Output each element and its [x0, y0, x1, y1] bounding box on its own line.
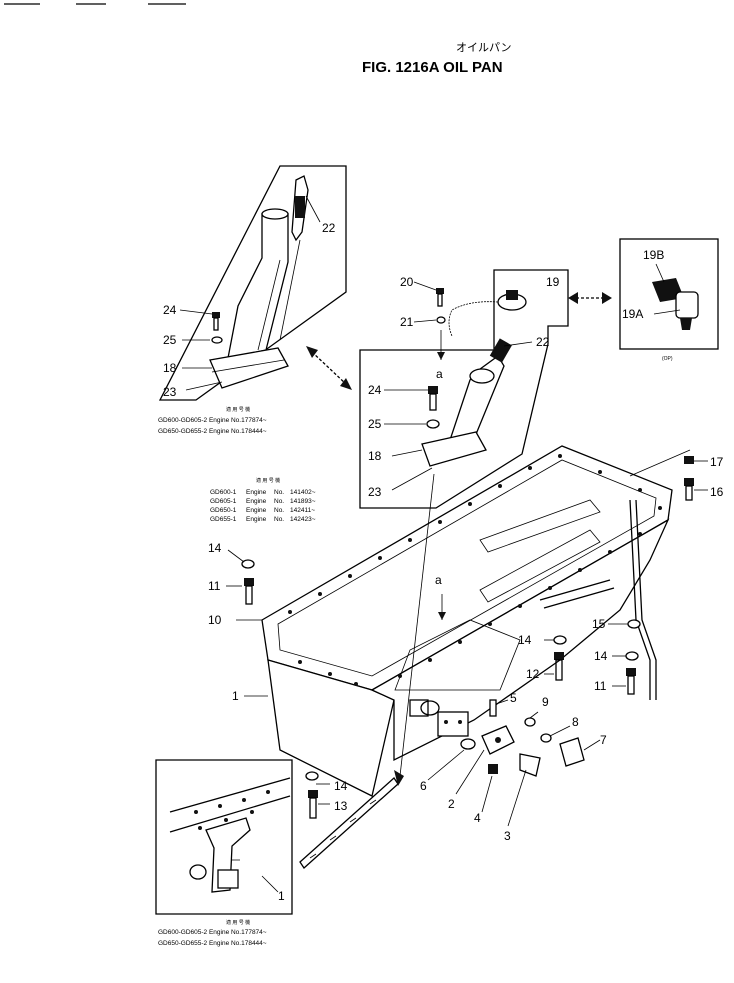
hatched-arrow-icon	[299, 770, 404, 869]
svg-text:Engine: Engine	[246, 507, 267, 514]
callout-7: 7	[600, 733, 607, 747]
callout-16: 16	[710, 485, 724, 499]
callout-22: 22	[536, 335, 550, 349]
hardware	[241, 456, 694, 819]
callout-20: 20	[400, 275, 414, 289]
callout-19: 19	[546, 275, 560, 289]
svg-text:Engine: Engine	[246, 516, 267, 523]
svg-text:GD650-1: GD650-1	[210, 507, 237, 514]
lower-left-inset: 1 適 用 号 機 GD600-GD605-2 Engine No.177874…	[155, 759, 293, 947]
leaders	[222, 449, 708, 861]
callout-23: 23	[163, 385, 177, 399]
callout-14: 14	[594, 649, 608, 663]
option-note: (OP)	[662, 356, 673, 362]
callout-11: 11	[594, 679, 607, 693]
svg-text:No.: No.	[274, 507, 284, 514]
serial-row: GD605-1 Engine No. 141893~	[210, 498, 316, 505]
svg-text:141893~: 141893~	[290, 498, 316, 505]
pipe-assembly	[539, 499, 657, 700]
svg-text:Engine: Engine	[246, 489, 267, 496]
svg-text:GD600-1: GD600-1	[210, 489, 237, 496]
svg-text:GD605-1: GD605-1	[210, 498, 237, 505]
svg-text:No.: No.	[274, 516, 284, 523]
serial-line: GD650-GD655-2 Engine No.178444~	[158, 428, 267, 435]
serial-heading: 適 用 号 機	[226, 406, 250, 413]
callout-19a: 19A	[622, 307, 643, 321]
serial-block: 適 用 号 機 GD600-1 Engine No. 141402~ GD605…	[210, 477, 316, 523]
callout-13: 13	[334, 799, 348, 813]
callout-3: 3	[504, 829, 511, 843]
callout-14: 14	[208, 541, 222, 555]
serial-row: GD650-1 Engine No. 142411~	[210, 507, 315, 514]
callout-10: 10	[208, 613, 222, 627]
serial-heading: 適 用 号 機	[226, 919, 250, 926]
callout-21: 21	[400, 315, 414, 329]
callout-4: 4	[474, 811, 481, 825]
serial-row: GD600-1 Engine No. 141402~	[210, 489, 316, 496]
serial-heading: 適 用 号 機	[256, 477, 280, 484]
callout-15: 15	[592, 617, 606, 631]
title-japanese: オイルパン	[456, 41, 512, 54]
svg-text:142411~: 142411~	[290, 507, 315, 514]
callout-17: 17	[710, 455, 724, 469]
callout-2: 2	[448, 797, 455, 811]
callout-25: 25	[163, 333, 177, 347]
callout-8: 8	[572, 715, 579, 729]
right-sensor-inset: 19B 19A (OP)	[619, 238, 719, 362]
callout-14: 14	[518, 633, 532, 647]
callout-6: 6	[420, 779, 427, 793]
callout-12: 12	[526, 667, 540, 681]
callout-24: 24	[163, 303, 177, 317]
callout-25: 25	[368, 417, 382, 431]
figure-title: FIG. 1216A OIL PAN	[362, 59, 503, 76]
callout-a: a	[435, 573, 442, 587]
svg-text:142423~: 142423~	[290, 516, 316, 523]
double-arrow-icon	[568, 292, 612, 304]
callout-11: 11	[208, 579, 221, 593]
serial-row: GD655-1 Engine No. 142423~	[210, 516, 316, 523]
flange-holes	[288, 454, 662, 686]
callout-1: 1	[232, 689, 239, 703]
callout-1: 1	[278, 889, 285, 903]
serial-line: GD600-GD605-2 Engine No.177874~	[158, 417, 267, 424]
svg-text:No.: No.	[274, 498, 284, 505]
callout-24: 24	[368, 383, 382, 397]
svg-text:GD655-1: GD655-1	[210, 516, 237, 523]
callout-14: 14	[334, 779, 348, 793]
serial-line: GD600-GD605-2 Engine No.177874~	[158, 929, 267, 936]
callout-5: 5	[510, 691, 517, 705]
double-arrow-icon	[306, 346, 352, 390]
svg-text:No.: No.	[274, 489, 284, 496]
callout-18: 18	[163, 361, 177, 375]
callout-a: a	[436, 367, 443, 381]
callout-19b: 19B	[643, 248, 664, 262]
callout-9: 9	[542, 695, 549, 709]
callout-22: 22	[322, 221, 336, 235]
oil-pan-main	[261, 445, 673, 797]
svg-text:141402~: 141402~	[290, 489, 316, 496]
callout-18: 18	[368, 449, 382, 463]
center-gauge-inset: 20 19 21 22 a 24 25 18 23	[359, 269, 569, 509]
callout-23: 23	[368, 485, 382, 499]
svg-text:Engine: Engine	[246, 498, 267, 505]
serial-line: GD650-GD655-2 Engine No.178444~	[158, 940, 267, 947]
upper-left-inset: 22 24 25 18 23 適 用 号 機 GD600-GD605-2 Eng…	[158, 165, 347, 435]
